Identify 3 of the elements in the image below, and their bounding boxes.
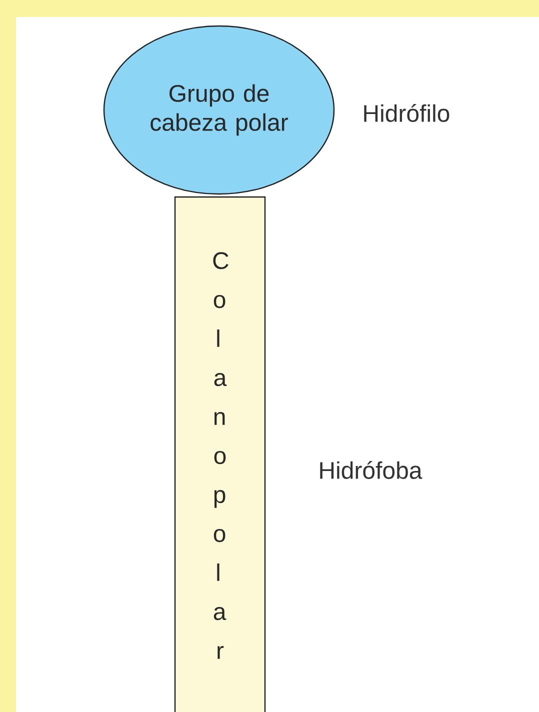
side-label: Hidrófoba — [320, 461, 422, 479]
side-label: Hidrófilo — [364, 104, 450, 122]
tail-column: Cola no polar — [174, 196, 266, 712]
